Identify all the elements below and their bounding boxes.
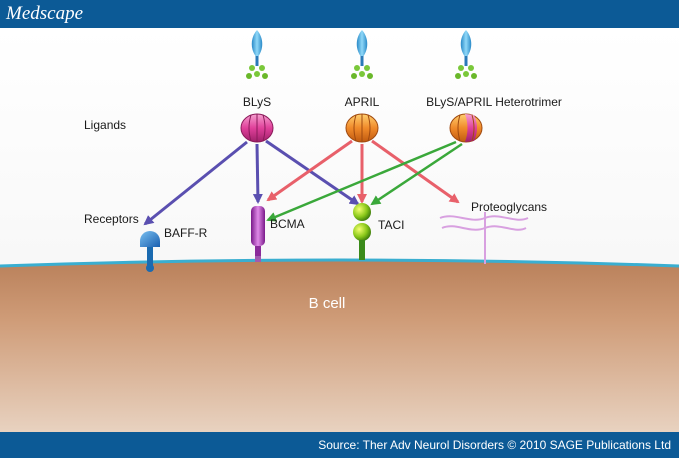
arrow-april-to-proteoglycans	[371, 139, 460, 204]
arrow-blys-to-bcma	[252, 143, 263, 204]
receptor-label-taci: TACI	[378, 218, 404, 232]
arrow-hetero-to-taci	[370, 142, 463, 206]
arrow-blys-to-taci	[265, 139, 360, 206]
april-trimer-icon	[345, 113, 379, 143]
arrow-hetero-to-bcma	[266, 140, 457, 222]
header-bar: Medscape	[0, 0, 679, 28]
source-caption: Source: Ther Adv Neurol Disorders © 2010…	[318, 438, 671, 452]
arrow-blys-to-baffr	[143, 140, 248, 226]
receptor-label-baffr: BAFF-R	[164, 226, 208, 240]
baff-r-receptor-icon	[140, 231, 160, 272]
hetero-trimer-icon	[449, 113, 483, 143]
taci-receptor-icon	[353, 203, 371, 260]
footer-bar: Source: Ther Adv Neurol Disorders © 2010…	[0, 432, 679, 458]
antibody-icon-hetero	[455, 30, 477, 79]
antibody-icon-april	[351, 30, 373, 79]
cell-membrane	[0, 258, 679, 268]
row-label-receptors: Receptors	[84, 212, 139, 226]
ligand-label-april: APRIL	[345, 95, 380, 109]
ligand-label-hetero: BLyS/APRIL Heterotrimer	[426, 95, 562, 109]
receptor-label-proteoglycans: Proteoglycans	[471, 200, 547, 214]
brand-logo: Medscape	[6, 3, 84, 24]
receptor-label-bcma: BCMA	[270, 217, 305, 231]
b-cell-label: B cell	[309, 295, 346, 312]
antibody-icon-blys	[246, 30, 268, 79]
arrow-april-to-bcma	[266, 139, 353, 202]
bcma-receptor-icon	[251, 206, 265, 262]
row-label-ligands: Ligands	[84, 118, 126, 132]
blys-trimer-icon	[240, 113, 274, 143]
diagram-canvas: B cell BLyS APRIL BLyS/APRIL Heterotrime…	[0, 28, 679, 432]
ligand-label-blys: BLyS	[243, 95, 271, 109]
b-cell-body	[0, 260, 679, 432]
proteoglycans-icon	[439, 212, 529, 264]
